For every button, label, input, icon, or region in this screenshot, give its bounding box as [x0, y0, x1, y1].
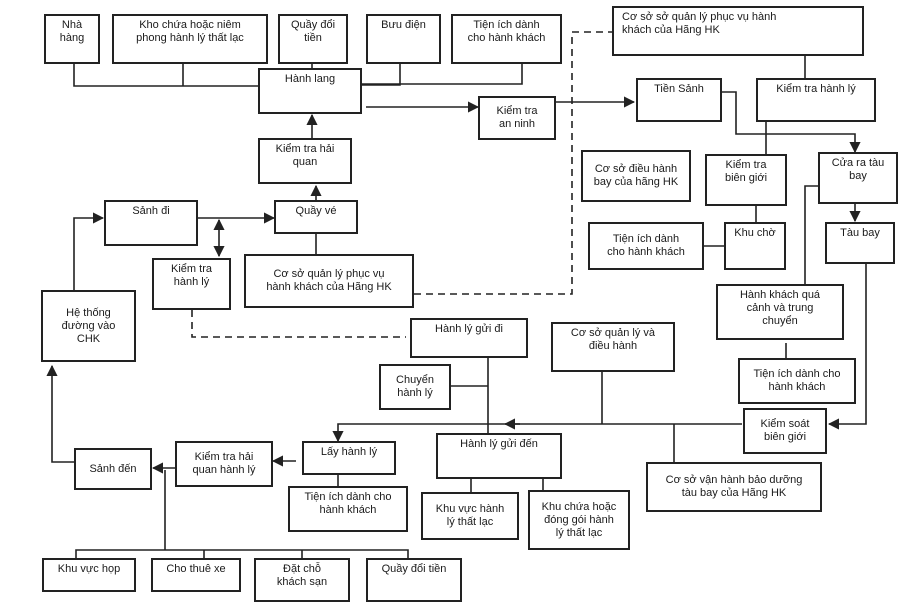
node-label: Tiện ích dành cho hành khách: [607, 233, 685, 258]
node-label: Cơ sở sở quản lý phục vụ hành khách của …: [622, 11, 777, 36]
node-tau-bay: Tàu bay: [825, 222, 895, 264]
node-label: Kiểm tra hành lý: [171, 263, 212, 288]
node-hanh-lang: Hành lang: [258, 68, 362, 114]
node-label: Khu chờ: [734, 227, 776, 239]
node-label: Cơ sở vận hành bảo dưỡng tàu bay của Hãn…: [665, 474, 803, 499]
node-sanh-di: Sảnh đi: [104, 200, 198, 246]
arrow-he-thong-to-sanh-di: [73, 212, 105, 290]
arrow-sanh-den-to-he-thong: [46, 364, 74, 463]
node-dat-cho-khach-san: Đặt chỗ khách sạn: [254, 558, 350, 602]
node-label: Cơ sở quản lý phục vụ hành khách của Hãn…: [266, 268, 392, 293]
node-kiem-tra-hanh-ly-right: Kiểm tra hành lý: [756, 78, 876, 122]
connector-cua-ra-qua-canh: [804, 185, 818, 284]
node-kho-chua-hanh-ly-top: Kho chứa hoặc niêm phong hành lý thất lạ…: [112, 14, 268, 64]
node-tien-ich-qua-canh: Tiện ích dành cho hành khách: [738, 358, 856, 404]
node-label: Hành lý gửi đi: [435, 323, 503, 335]
node-label: Kiểm soát biên giới: [760, 418, 810, 443]
node-chuyen-hanh-ly: Chuyển hành lý: [379, 364, 451, 410]
node-label: Sảnh đến: [89, 462, 137, 475]
node-label: Quầy vé: [295, 205, 337, 217]
node-sanh-den: Sảnh đến: [74, 448, 152, 490]
node-lay-hanh-ly: Lấy hành lý: [302, 441, 396, 475]
node-label: Tàu bay: [840, 227, 880, 239]
node-co-so-dieu-hanh-bay: Cơ sở điều hành bay của hãng HK: [581, 150, 691, 202]
node-tien-ich-lay-hanh-ly: Tiện ích dành cho hành khách: [288, 486, 408, 532]
node-label: Kiểm tra an ninh: [496, 105, 538, 130]
node-label: Hành lang: [284, 73, 336, 85]
node-tien-ich-khu-cho: Tiện ích dành cho hành khách: [588, 222, 704, 270]
node-label: Lấy hành lý: [320, 446, 378, 458]
node-label: Cơ sở quản lý và điều hành: [570, 327, 656, 352]
node-label: Tiền Sảnh: [654, 83, 704, 95]
node-khu-vuc-hop: Khu vực họp: [42, 558, 136, 592]
node-hanh-ly-gui-di: Hành lý gửi đi: [410, 318, 528, 358]
node-label: Khu chứa hoặc đóng gói hành lý thất lạc: [541, 500, 617, 539]
node-kiem-tra-bien-gioi: Kiểm tra biên giới: [705, 154, 787, 206]
node-co-so-phuc-vu-mid: Cơ sở quản lý phục vụ hành khách của Hãn…: [244, 254, 414, 308]
node-label: Tiện ích dành cho hành khách: [467, 19, 546, 44]
node-tien-sanh: Tiền Sảnh: [636, 78, 722, 122]
node-label: Kiểm tra hành lý: [776, 83, 856, 95]
node-co-so-van-hanh-bao-duong: Cơ sở vận hành bảo dưỡng tàu bay của Hãn…: [646, 462, 822, 512]
node-hanh-khach-qua-canh: Hành khách quá cảnh và trung chuyển: [716, 284, 844, 340]
node-kiem-tra-hanh-ly-left: Kiểm tra hành lý: [152, 258, 231, 310]
node-label: Kiểm tra hải quan hành lý: [192, 451, 256, 476]
node-label: Nhà hàng: [59, 19, 85, 44]
node-quay-doi-tien-top: Quầy đổi tiền: [278, 14, 348, 64]
node-label: Đặt chỗ khách sạn: [276, 563, 328, 588]
node-tien-ich-top: Tiện ích dành cho hành khách: [451, 14, 562, 64]
node-label: Hành khách quá cảnh và trung chuyển: [739, 289, 821, 327]
node-co-so-quan-ly-dieu-hanh: Cơ sở quản lý và điều hành: [551, 322, 675, 372]
node-kiem-tra-an-ninh: Kiểm tra an ninh: [478, 96, 556, 140]
node-he-thong-duong-vao: Hệ thống đường vào CHK: [41, 290, 136, 362]
node-label: Kho chứa hoặc niêm phong hành lý thất lạ…: [136, 19, 244, 44]
node-khu-vuc-hanh-ly-that-lac: Khu vực hành lý thất lạc: [421, 492, 519, 540]
node-label: Cửa ra tàu bay: [831, 157, 885, 182]
node-kiem-tra-hai-quan: Kiểm tra hải quan: [258, 138, 352, 184]
node-label: Khu vực họp: [57, 563, 121, 575]
node-quay-ve: Quầy vé: [274, 200, 358, 234]
node-label: Quầy đổi tiền: [290, 19, 336, 44]
node-co-so-phuc-vu-top: Cơ sở sở quản lý phục vụ hành khách của …: [612, 6, 864, 56]
node-cho-thue-xe: Cho thuê xe: [151, 558, 241, 592]
node-label: Bưu điện: [381, 19, 426, 31]
node-label: Cho thuê xe: [166, 563, 226, 575]
node-kiem-soat-bien-gioi: Kiểm soát biên giới: [743, 408, 827, 454]
dashed-kiem-tra-to-gui-di: [191, 310, 406, 338]
node-hanh-ly-gui-den: Hành lý gửi đến: [436, 433, 562, 479]
node-label: Hệ thống đường vào CHK: [61, 306, 116, 345]
node-label: Kiểm tra biên giới: [724, 159, 768, 184]
node-label: Tiện ích dành cho hành khách: [753, 368, 841, 393]
node-label: Cơ sở điều hành bay của hãng HK: [593, 163, 679, 188]
node-kiem-tra-hai-quan-hanh-ly: Kiểm tra hải quan hành lý: [175, 441, 273, 487]
node-khu-cho: Khu chờ: [724, 222, 786, 270]
node-label: Khu vực hành lý thất lạc: [435, 503, 505, 528]
node-cua-ra-tau-bay: Cửa ra tàu bay: [818, 152, 898, 204]
node-quay-doi-tien-bottom: Quầy đổi tiền: [366, 558, 462, 602]
node-nha-hang: Nhà hàng: [44, 14, 100, 64]
node-label: Kiểm tra hải quan: [275, 143, 335, 168]
node-label: Tiện ích dành cho hành khách: [304, 491, 392, 516]
node-buu-dien: Bưu điện: [366, 14, 441, 64]
node-label: Sảnh đi: [132, 205, 170, 217]
node-khu-chua-dong-goi: Khu chứa hoặc đóng gói hành lý thất lạc: [528, 490, 630, 550]
node-label: Quầy đổi tiền: [381, 563, 447, 575]
node-label: Hành lý gửi đến: [460, 438, 538, 450]
node-label: Chuyển hành lý: [396, 374, 434, 399]
